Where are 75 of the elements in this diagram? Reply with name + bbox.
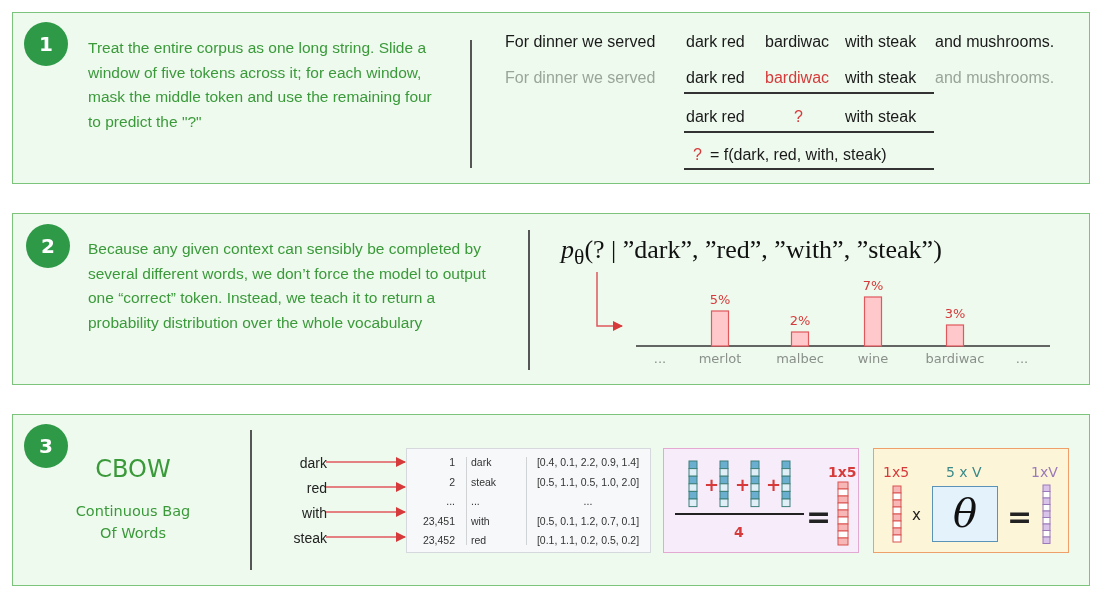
arrow xyxy=(325,532,406,542)
dimension-label: 1x5 xyxy=(883,463,910,481)
table-cell-text: ... xyxy=(471,494,481,508)
sentence-token: dark red xyxy=(686,68,745,88)
table-cell-text: [0.1, 1.1, 0.2, 0.5, 0.2] xyxy=(535,533,641,547)
averaging-panel xyxy=(663,448,859,553)
model-subtitle: Continuous Bag Of Words xyxy=(74,502,192,543)
sentence-token: For dinner we served xyxy=(505,32,656,52)
table-cell-text: red xyxy=(471,533,488,547)
word-label: dark xyxy=(267,453,327,473)
sentence-token: bardiwac xyxy=(765,68,830,88)
value-label: 3% xyxy=(943,306,967,322)
sentence-token: and mushrooms. xyxy=(935,32,1055,52)
step-panel xyxy=(12,414,1090,586)
category-label: merlot xyxy=(697,351,743,367)
plus-sign: + xyxy=(704,474,720,496)
category-label: ... xyxy=(1014,351,1030,367)
step-badge: 1 xyxy=(24,22,68,66)
multiply-sign: x xyxy=(912,506,921,524)
arrow xyxy=(325,482,406,492)
sentence-token: For dinner we served xyxy=(505,68,656,88)
word-label: steak xyxy=(267,528,327,548)
equals-sign: = xyxy=(806,499,832,535)
embedding-table xyxy=(406,448,651,553)
table-cell-text: steak xyxy=(471,474,498,489)
step-panel xyxy=(12,12,1090,184)
word-label: red xyxy=(267,478,327,498)
dimension-label: 1xV xyxy=(1031,463,1058,481)
sentence-token: with steak xyxy=(845,107,917,127)
category-label: malbec xyxy=(775,351,825,367)
table-cell-text: 23,451 xyxy=(421,513,455,528)
mask-symbol: ? xyxy=(794,107,803,127)
mask-symbol: ? xyxy=(693,145,702,165)
dimension-label: 5 x V xyxy=(946,463,982,481)
category-label: wine xyxy=(856,351,890,367)
sentence-token: = f(dark, red, with, steak) xyxy=(710,145,887,165)
equals-sign: = xyxy=(1007,499,1033,535)
table-cell-text: [0.5, 1.1, 0.5, 1.0, 2.0] xyxy=(535,474,641,489)
sentence-token: with steak xyxy=(845,68,917,88)
formula: p$_{θ}$(? | ”dark”, ”red”, ”with”, ”steak”) xyxy=(561,227,1066,273)
parameter-matrix: θ xyxy=(932,486,998,542)
sentence-token: dark red xyxy=(686,107,745,127)
table-cell-text: with xyxy=(471,513,491,528)
arrow xyxy=(596,271,623,331)
table-cell-text: [0.4, 0.1, 2.2, 0.9, 1.4] xyxy=(535,455,641,469)
description-text: Because any given context can sensibly be completed by several different words, we don’t force the model to output one “correct” token. Instead, we teach it to return a probability distribution over the whole vocabulary xyxy=(88,239,487,333)
step-panel xyxy=(12,213,1090,385)
sentence-token: and mushrooms. xyxy=(935,68,1055,88)
table-cell-text: [0.5, 0.1, 1.2, 0.7, 0.1] xyxy=(535,513,641,528)
table-cell-text: 23,452 xyxy=(421,533,455,547)
dimension-label: 1x5 xyxy=(828,463,857,481)
plus-sign: + xyxy=(766,474,782,496)
value-label: 2% xyxy=(788,313,812,329)
category-label: bardiwac xyxy=(924,351,986,367)
category-label: ... xyxy=(652,351,668,367)
sentence-token: with steak xyxy=(845,32,917,52)
projection-panel xyxy=(873,448,1069,553)
model-title: CBOW xyxy=(94,454,172,484)
sentence-token: dark red xyxy=(686,32,745,52)
table-cell-text: ... xyxy=(582,494,594,508)
arrow xyxy=(325,507,406,517)
table-cell-text: 1 xyxy=(448,455,455,469)
step-badge: 2 xyxy=(26,224,70,268)
table-cell-text: 2 xyxy=(448,474,455,489)
description-text: Treat the entire corpus as one long string. Slide a window of five tokens across it; for each window, mask the middle token and use the remaining four to predict the "?" xyxy=(88,38,433,132)
sentence-token: bardiwac xyxy=(765,32,830,52)
arrow xyxy=(325,457,406,467)
table-cell-text: dark xyxy=(471,455,493,469)
value-label: 5% xyxy=(708,292,732,308)
denominator: 4 xyxy=(734,523,744,541)
plus-sign: + xyxy=(735,474,751,496)
table-cell-text: ... xyxy=(445,494,455,508)
value-label: 7% xyxy=(861,278,885,294)
word-label: with xyxy=(267,503,327,523)
step-badge: 3 xyxy=(24,424,68,468)
